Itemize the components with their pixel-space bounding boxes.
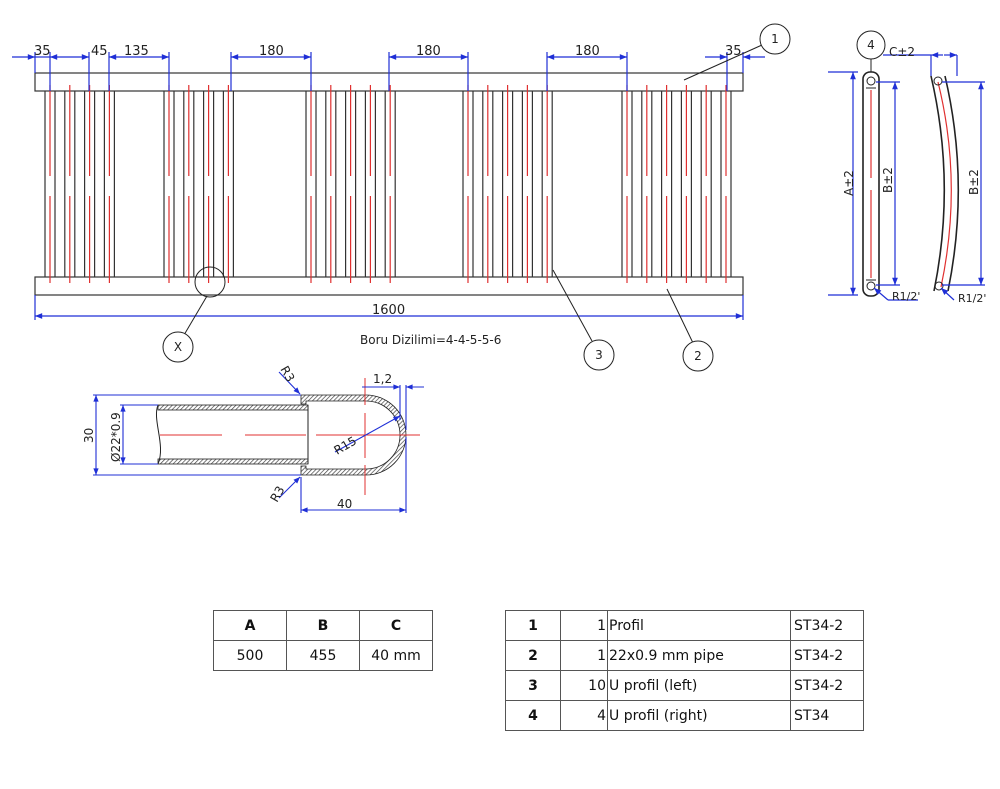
- part-desc: U profil (right): [607, 700, 791, 731]
- radiator-pipe: [462, 85, 474, 283]
- side-view-curved: [930, 75, 960, 292]
- dims-value-b: 455: [286, 640, 360, 671]
- dims-header-b: B: [286, 610, 360, 641]
- radiator-pipe: [83, 85, 96, 283]
- top-dimension-chain: [12, 52, 765, 91]
- dim-gap-1: 135: [124, 44, 149, 59]
- table-row: 4 4 U profil (right) ST34: [505, 700, 864, 731]
- table-row: 1 1 Profil ST34-2: [505, 610, 864, 641]
- dim-b-curved: B±2: [967, 169, 981, 195]
- dim-radius-top: R3: [277, 364, 297, 385]
- radiator-pipe: [325, 85, 337, 283]
- part-number: 2: [505, 640, 561, 671]
- radiator-pipe: [183, 85, 195, 283]
- radiator-pipe: [720, 85, 732, 283]
- dim-right-offset: 35: [725, 44, 742, 59]
- part-qty: 1: [560, 610, 608, 641]
- pipe-array: [44, 85, 732, 283]
- part-material: ST34-2: [790, 610, 864, 641]
- radiator-pipe: [222, 85, 234, 283]
- thread-curved: R1/2': [958, 292, 986, 305]
- part-qty: 10: [560, 670, 608, 701]
- radiator-pipe: [680, 85, 693, 283]
- balloon-x: [162, 331, 194, 363]
- part-number: 3: [505, 670, 561, 701]
- part-desc: U profil (left): [607, 670, 791, 701]
- table-row: 2 1 22x0.9 mm pipe ST34-2: [505, 640, 864, 671]
- dims-header-a: A: [213, 610, 287, 641]
- radiator-pipe: [64, 85, 76, 283]
- side-view-straight: [862, 52, 880, 297]
- radiator-pipe: [660, 85, 673, 283]
- radiator-pipe: [203, 85, 215, 283]
- dim-cap-radius: R15: [332, 434, 359, 458]
- table-row: 3 10 U profil (left) ST34-2: [505, 670, 864, 701]
- dim-b-straight: B±2: [881, 167, 895, 193]
- part-number: 1: [505, 610, 561, 641]
- radiator-pipe: [502, 85, 514, 283]
- part-qty: 1: [560, 640, 608, 671]
- total-length-dimension: [34, 295, 744, 320]
- dim-gap-2: 180: [259, 44, 284, 59]
- radiator-pipe: [364, 85, 376, 283]
- dim-wall-thickness: 1,2: [373, 372, 392, 386]
- side-dimensions: [828, 52, 985, 301]
- part-desc: Profil: [607, 610, 791, 641]
- balloon-4-label: 4: [867, 38, 875, 52]
- part-material: ST34-2: [790, 670, 864, 701]
- balloon-2-label: 2: [694, 349, 702, 363]
- radiator-pipe: [345, 85, 357, 283]
- dim-total-length: 1600: [372, 303, 405, 318]
- balloon-x-label: X: [174, 340, 182, 354]
- radiator-pipe: [621, 85, 633, 283]
- radiator-pipe: [163, 85, 175, 283]
- part-material: ST34-2: [790, 640, 864, 671]
- detail-view-x: 30 Ø22*0.9 R3 R3 R15 1,2 40: [82, 364, 424, 513]
- dim-a: A±2: [842, 170, 856, 196]
- part-number: 4: [505, 700, 561, 731]
- dimension-table: A B C 500 455 40 mm: [213, 610, 433, 671]
- parts-list-table: 1 1 Profil ST34-2 2 1 22x0.9 mm pipe ST3…: [505, 610, 864, 731]
- dims-header-c: C: [359, 610, 433, 641]
- pipe-arrangement-note: Boru Dizilimi=4-4-5-5-6: [360, 333, 501, 347]
- radiator-pipe: [103, 85, 116, 283]
- dim-detail-height: 30: [82, 428, 96, 443]
- bottom-header-profile: [34, 276, 744, 296]
- balloon-1-label: 1: [771, 32, 779, 46]
- detail-circle: [194, 266, 226, 298]
- balloon-1: [759, 23, 791, 55]
- side-views: 4 C±2 A±2 B±2 B±2 R1/2' R1/2': [828, 30, 986, 305]
- radiator-pipe: [521, 85, 534, 283]
- radiator-pipe: [305, 85, 317, 283]
- dim-c: C±2: [889, 45, 915, 59]
- thread-straight: R1/2': [892, 290, 920, 303]
- front-view: 35 45 135 180 180 180 35 1600 Boru Dizil…: [12, 23, 791, 372]
- part-desc: 22x0.9 mm pipe: [607, 640, 791, 671]
- radiator-pipe: [700, 85, 712, 283]
- dim-radius-bottom: R3: [267, 484, 287, 505]
- radiator-pipe: [482, 85, 494, 283]
- dims-value-a: 500: [213, 640, 287, 671]
- dim-gap-4: 180: [575, 44, 600, 59]
- dim-spacing: 45: [91, 44, 108, 59]
- part-qty: 4: [560, 700, 608, 731]
- balloon-3-label: 3: [595, 348, 603, 362]
- balloon-2: [682, 340, 714, 372]
- dim-gap-3: 180: [416, 44, 441, 59]
- dim-pipe-diameter: Ø22*0.9: [109, 412, 123, 462]
- radiator-pipe: [44, 85, 56, 283]
- balloon-4: [856, 30, 886, 60]
- dim-detail-length: 40: [337, 497, 352, 511]
- part-material: ST34: [790, 700, 864, 731]
- dims-value-c: 40 mm: [359, 640, 433, 671]
- dim-left-offset: 35: [34, 44, 51, 59]
- radiator-pipe: [384, 85, 396, 283]
- radiator-pipe: [541, 85, 553, 283]
- radiator-pipe: [641, 85, 653, 283]
- balloon-3: [583, 339, 615, 371]
